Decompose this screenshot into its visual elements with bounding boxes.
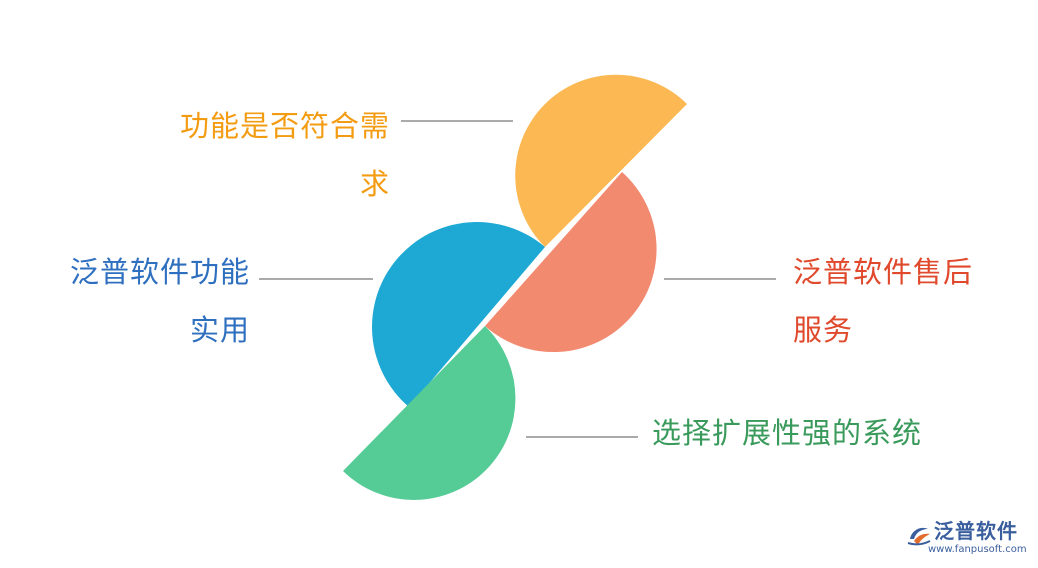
green-segment: [343, 326, 516, 500]
label-practical-features-line2: 实用: [189, 313, 250, 347]
logo-url: www.fanpusoft.com: [928, 544, 1027, 555]
label-extensible-system-line1: 选择扩展性强的系统: [652, 416, 923, 450]
label-after-sales-line1: 泛普软件售后: [793, 255, 974, 289]
label-after-sales-line2: 服务: [793, 313, 854, 347]
fanpu-logo-icon: [907, 527, 931, 546]
brand-logo: 泛普软件 www.fanpusoft.com: [906, 519, 1031, 559]
label-feature-fit: 功能是否符合需 求: [150, 97, 390, 213]
orange-segment: [515, 74, 687, 247]
label-feature-fit-line1: 功能是否符合需: [179, 109, 390, 143]
label-practical-features-line1: 泛普软件功能: [69, 255, 250, 289]
label-after-sales: 泛普软件售后 服务: [793, 243, 1013, 359]
label-extensible-system: 选择扩展性强的系统: [652, 404, 972, 462]
red-segment: [485, 172, 657, 353]
label-practical-features: 泛普软件功能 实用: [30, 243, 250, 359]
blue-segment: [372, 222, 545, 407]
label-feature-fit-line2: 求: [359, 167, 390, 201]
logo-name: 泛普软件: [934, 519, 1018, 543]
